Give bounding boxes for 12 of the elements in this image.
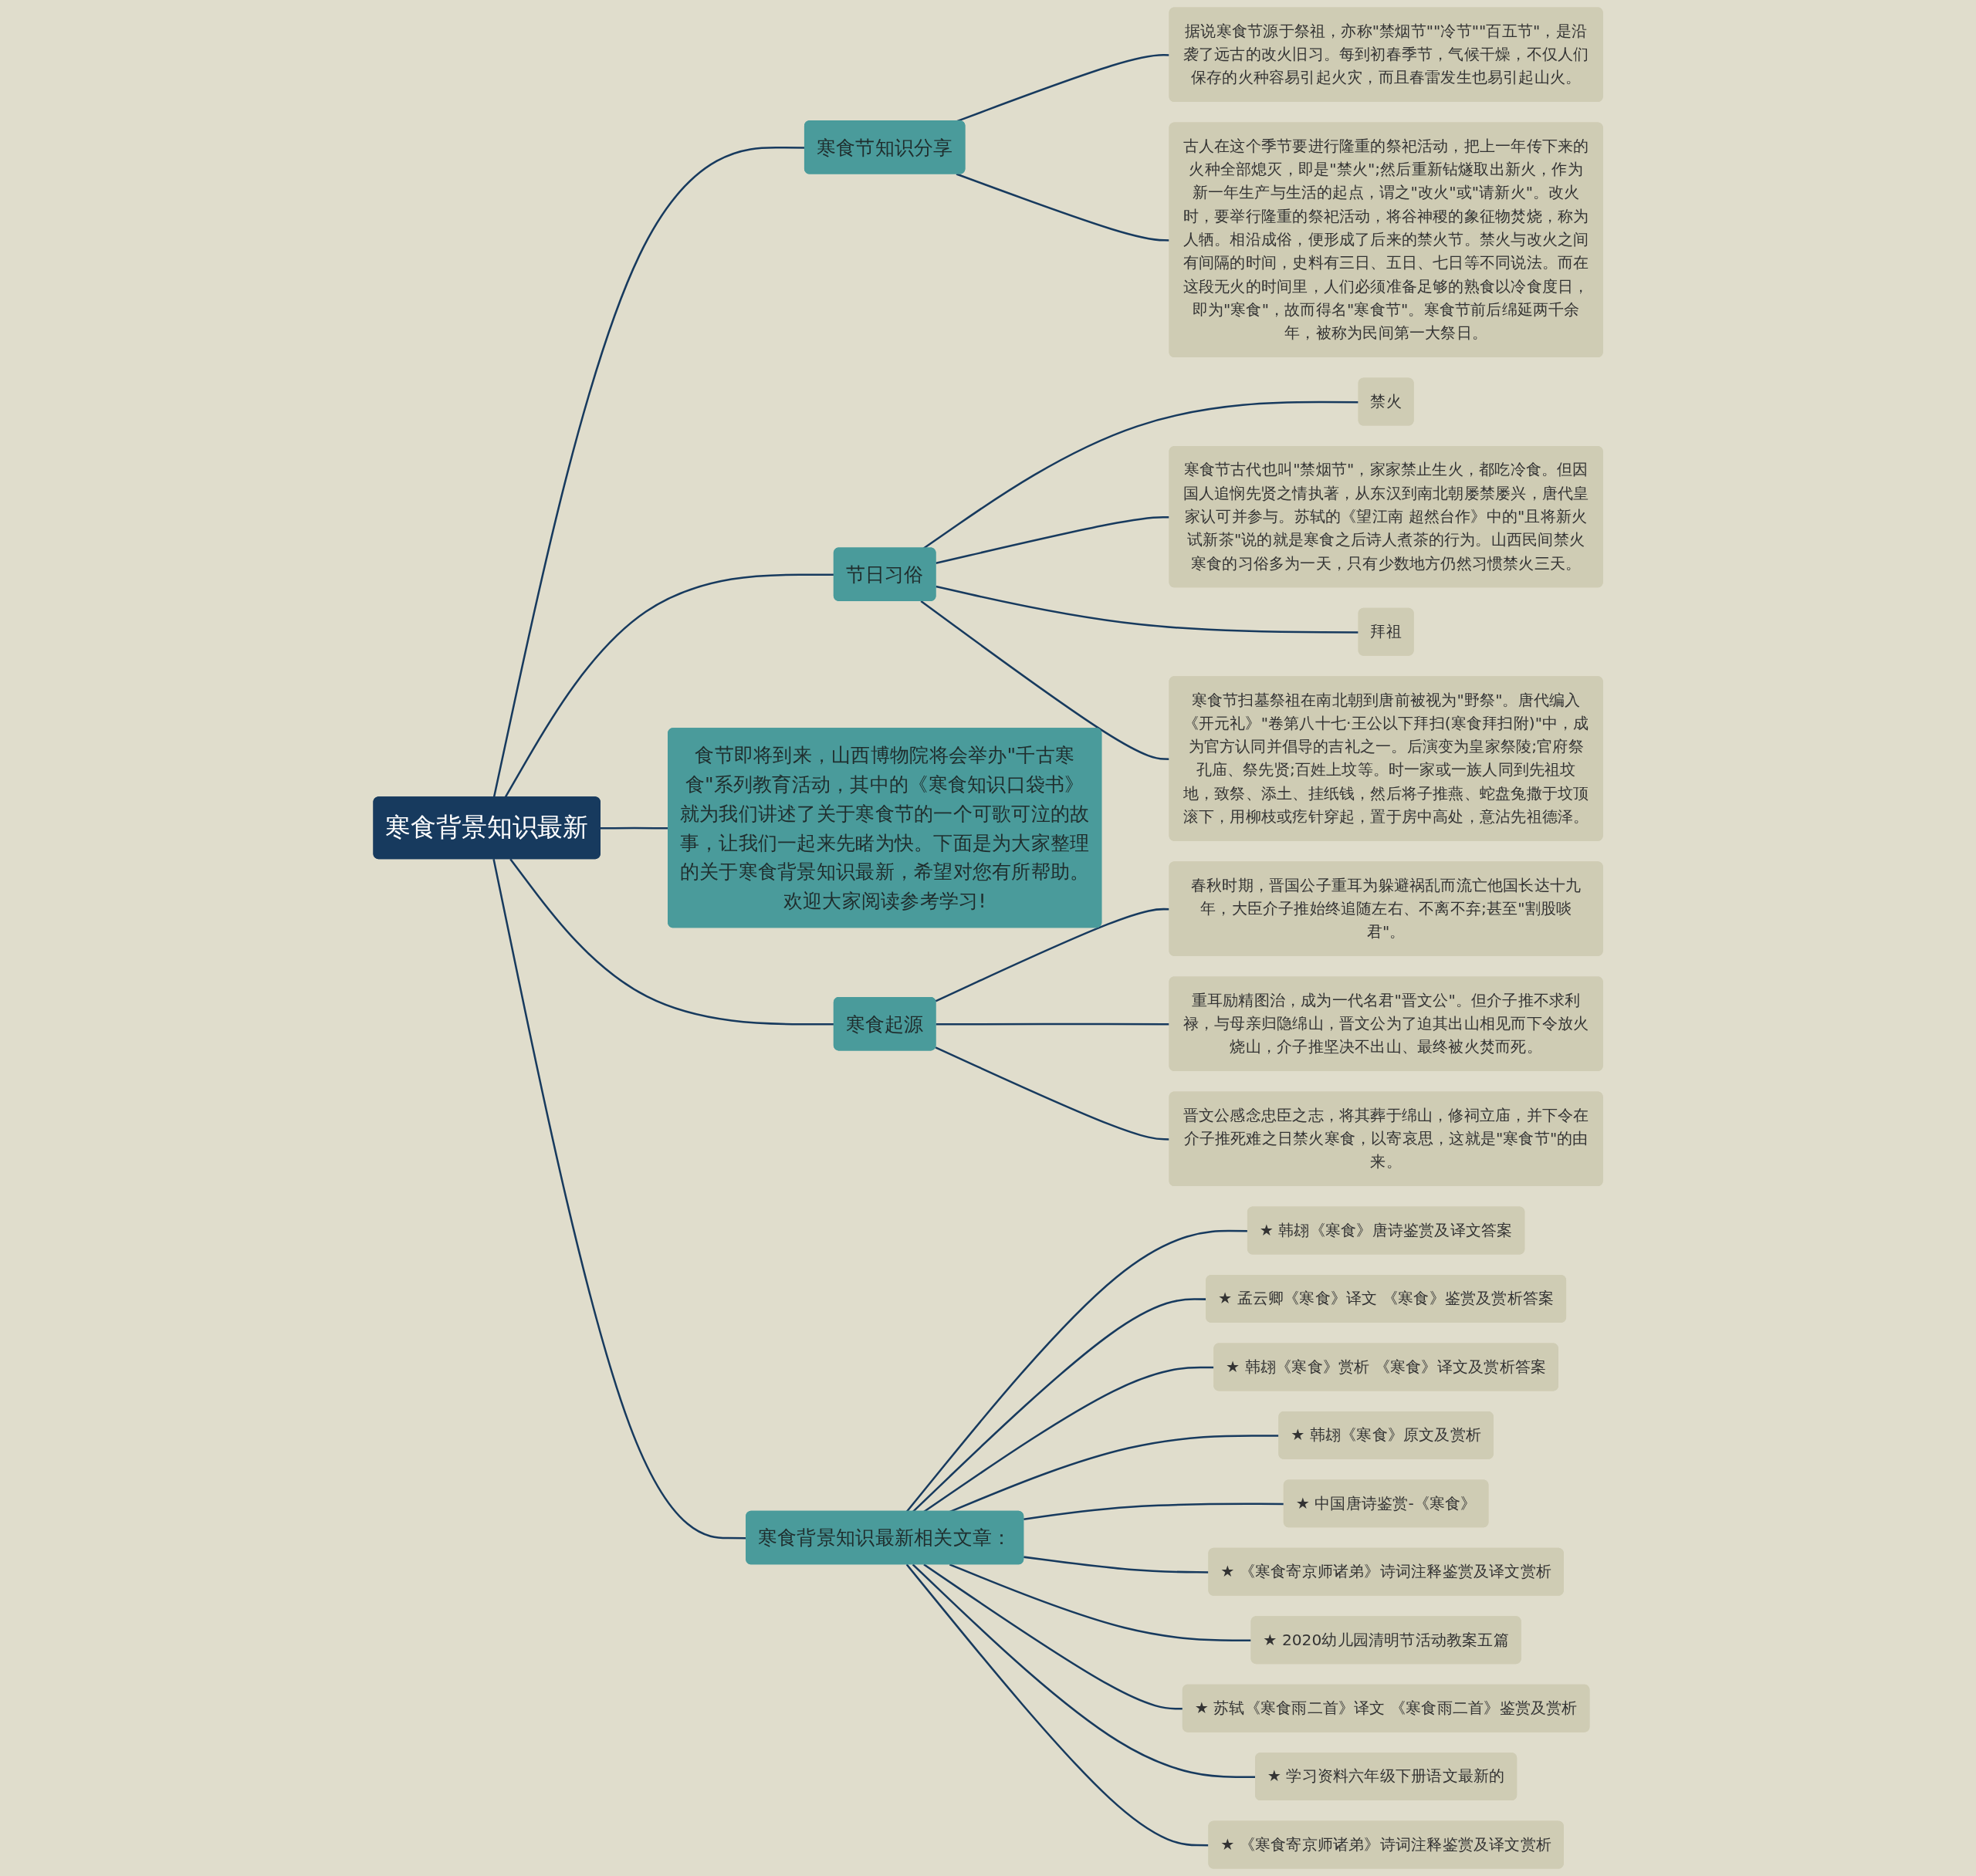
connector bbox=[1023, 1502, 1284, 1520]
connector bbox=[936, 585, 1359, 634]
connector bbox=[936, 1023, 1170, 1026]
connector bbox=[935, 908, 1170, 1002]
connector bbox=[935, 1046, 1170, 1141]
connector bbox=[920, 600, 1170, 760]
connector bbox=[922, 401, 1359, 549]
connector bbox=[956, 173, 1170, 242]
connector bbox=[923, 1563, 1183, 1710]
connector bbox=[509, 858, 834, 1026]
connector bbox=[936, 515, 1170, 564]
connector bbox=[949, 1563, 1252, 1642]
